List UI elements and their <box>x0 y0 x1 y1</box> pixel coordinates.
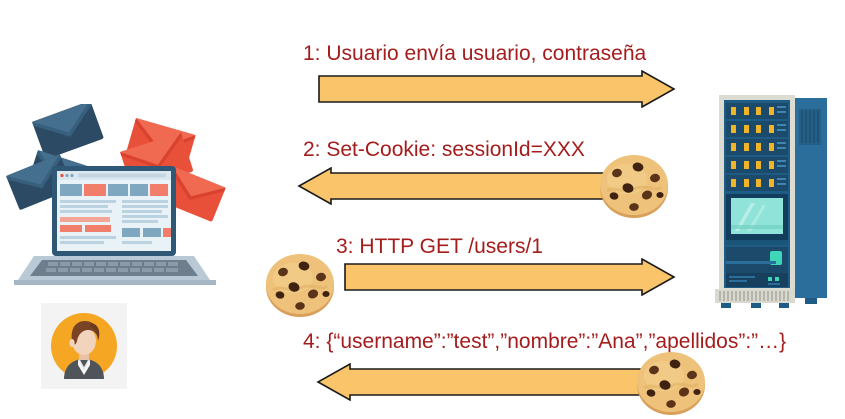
message-2-arrow-left <box>297 167 627 205</box>
client-laptop-illustration <box>4 104 230 286</box>
cookie-icon <box>634 348 708 418</box>
cookie-icon <box>263 250 337 320</box>
server-drive-bays <box>726 103 788 191</box>
message-3-arrow-right <box>344 258 676 296</box>
message-1-label: 1: Usuario envía usuario, contraseña <box>303 42 647 65</box>
message-1-arrow-right <box>318 70 676 108</box>
message-2-label: 2: Set-Cookie: sessionId=XXX <box>303 138 585 161</box>
message-3-label: 3: HTTP GET /users/1 <box>336 235 543 258</box>
message-4-arrow-left <box>316 363 666 401</box>
server-rack-illustration <box>713 93 829 308</box>
server-lower-unit <box>726 247 788 287</box>
server-base-vent <box>715 289 817 308</box>
message-4-label: 4: {“username”:”test”,”nombre”:”Ana”,”ap… <box>303 330 787 353</box>
laptop-base <box>14 256 216 285</box>
user-avatar <box>41 303 156 416</box>
cookie-icon <box>597 151 671 221</box>
server-monitor <box>726 194 788 245</box>
envelope-dark-1 <box>32 104 104 160</box>
laptop-screen <box>52 166 176 256</box>
